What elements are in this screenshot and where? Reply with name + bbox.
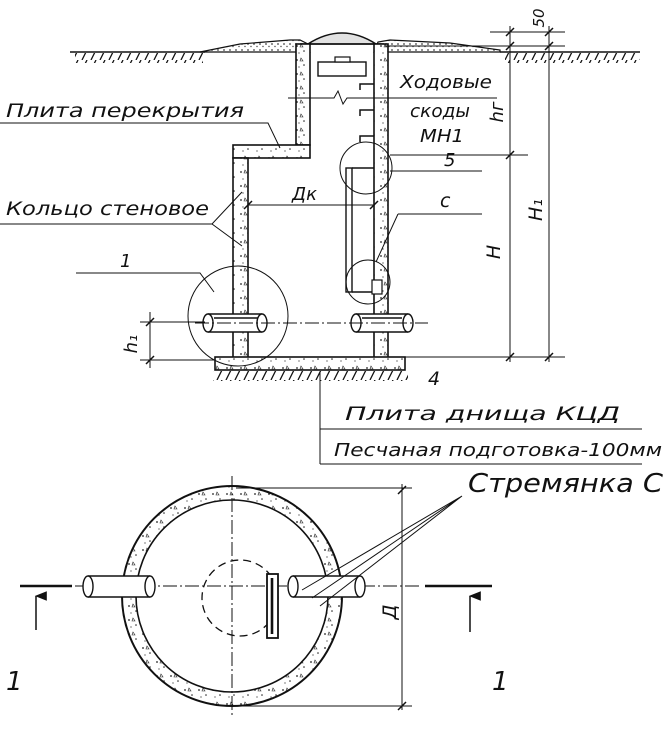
mn1-label: МН1 xyxy=(420,126,464,147)
asphalt-mound-left xyxy=(199,39,311,53)
dim-50-label: 50 xyxy=(530,8,548,27)
bottom-slab xyxy=(214,356,406,371)
H-label: H xyxy=(483,245,505,259)
section-mark-left xyxy=(20,584,72,630)
leader-c xyxy=(375,213,482,263)
section-left-label: 1 xyxy=(6,667,23,697)
H1-label: H₁ xyxy=(525,199,547,221)
peschanaya-label: Песчаная подготовка-100мм xyxy=(334,440,662,461)
plita-perekrytiya-label: Плита перекрытия xyxy=(6,100,244,122)
manhole-cover xyxy=(300,32,384,45)
ground-hatch-bottom xyxy=(213,371,408,381)
section-mark-right xyxy=(425,584,492,632)
dimension-h1 xyxy=(140,312,215,368)
detail-circle-5 xyxy=(339,141,393,195)
step-ladder xyxy=(345,167,383,295)
leader-stremyanka xyxy=(301,495,463,607)
plan-pipe-left xyxy=(82,575,156,598)
stremyanka-label: Стремянка С xyxy=(468,469,664,499)
plan-view: Д Стремянка С 1 1 xyxy=(6,469,664,716)
leader-plita-dnishcha xyxy=(319,372,642,465)
D-label: Д xyxy=(379,605,401,621)
c-label: с xyxy=(440,190,451,212)
dk-label: Дк xyxy=(291,184,317,205)
section-view: 50 Ходовые скоды МН1 hг Плита перекрытия… xyxy=(0,8,662,465)
koltso-stenovoe-label: Кольцо стеновое xyxy=(6,198,209,220)
rungs-leader-break-line xyxy=(288,89,497,106)
plan-step-ladder xyxy=(266,573,279,639)
dimension-d xyxy=(236,484,412,711)
leader-koltso xyxy=(0,191,243,247)
dimension-dk xyxy=(243,200,379,210)
num-1-label: 1 xyxy=(120,251,131,272)
num-4-label: 4 xyxy=(428,368,440,390)
hodovye-label: Ходовые xyxy=(399,72,492,93)
h-g-label: hг xyxy=(487,101,508,122)
cover-slab xyxy=(232,144,311,159)
num-5-label: 5 xyxy=(444,150,455,171)
neck-wall-left xyxy=(295,43,311,146)
skody-label: скоды xyxy=(410,101,470,122)
cover-frame xyxy=(317,56,367,77)
section-right-label: 1 xyxy=(492,667,509,697)
detail-circle-c xyxy=(345,259,391,305)
plan-pipe-right xyxy=(287,575,366,598)
rungs xyxy=(359,83,374,142)
detail-circle-pipe xyxy=(187,265,289,367)
leader-plita-perekrytiya xyxy=(0,122,281,149)
dimensions-right xyxy=(385,26,565,362)
leader-1 xyxy=(76,272,215,293)
plita-dnishcha-label: Плита днища КЦД xyxy=(345,403,620,425)
wall-right xyxy=(373,43,389,359)
h1-label: h₁ xyxy=(121,335,142,354)
